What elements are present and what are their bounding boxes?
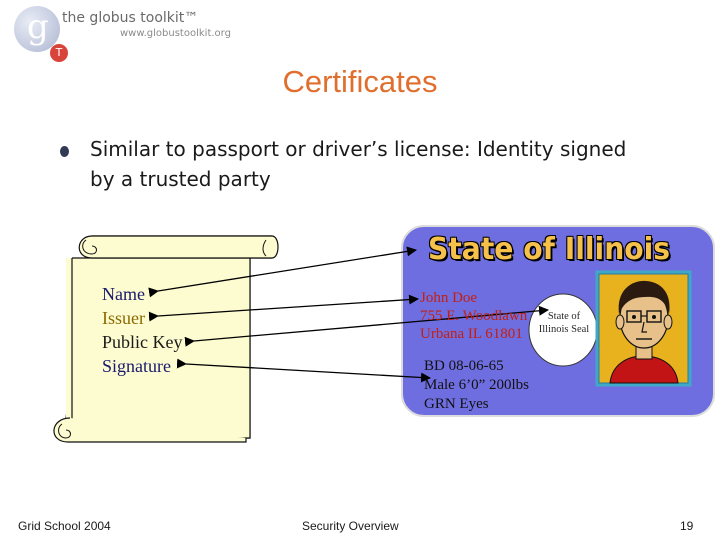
card-birthdate: BD 08-06-65 xyxy=(424,358,504,374)
card-street: 755 E. Woodlawn xyxy=(420,308,528,324)
card-title: State of Illinois xyxy=(428,232,671,267)
card-holder-name: John Doe xyxy=(420,290,478,306)
card-eyes: GRN Eyes xyxy=(424,396,489,412)
photo-icon xyxy=(595,270,692,387)
footer-center: Security Overview xyxy=(302,519,399,533)
field-name-label: Name xyxy=(102,284,145,304)
footer-left: Grid School 2004 xyxy=(18,519,111,533)
logo-name: the globus toolkit™ xyxy=(62,10,199,26)
field-public-key-label: Public Key xyxy=(102,332,183,352)
card-stats: Male 6’0” 200lbs xyxy=(424,377,529,393)
globus-logo: g T the globus toolkit™ www.globustoolki… xyxy=(8,4,231,66)
public-key-arrow xyxy=(184,305,549,347)
card-city: Urbana IL 61801 xyxy=(420,326,523,342)
globus-g-icon: g xyxy=(14,6,60,52)
mapping-arrows xyxy=(148,246,549,383)
slide-title: Certificates xyxy=(282,64,438,99)
name-arrow xyxy=(148,246,417,298)
field-signature-label: Signature xyxy=(102,356,171,376)
logo-url: www.globustoolkit.org xyxy=(120,28,231,39)
bullet-text: Similar to passport or driver’s license:… xyxy=(90,137,627,191)
signature-arrow xyxy=(176,358,431,383)
bullet-icon xyxy=(60,146,69,157)
page-number: 19 xyxy=(680,519,694,533)
seal-text: State of Illinois Seal xyxy=(538,311,590,335)
globus-t-badge-icon: T xyxy=(50,44,68,62)
field-issuer-label: Issuer xyxy=(102,308,145,328)
